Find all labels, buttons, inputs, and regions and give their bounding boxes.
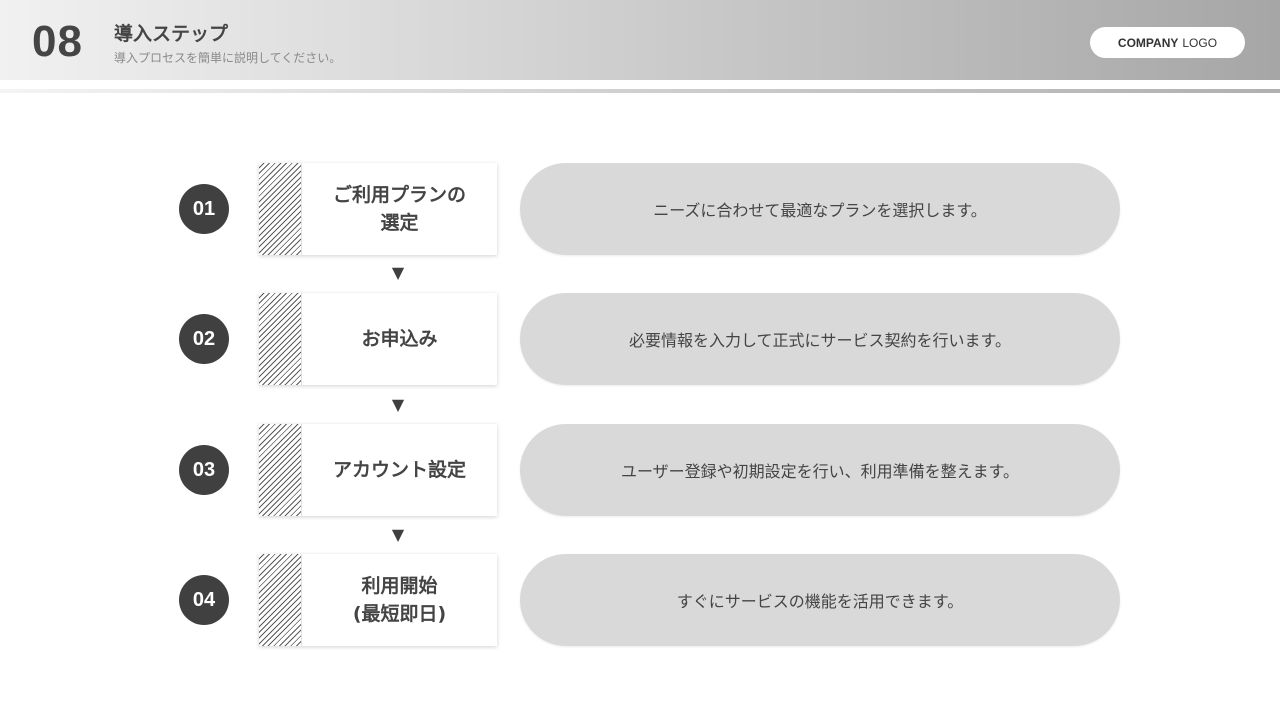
step-description: 必要情報を入力して正式にサービス契約を行います。 [520, 293, 1120, 385]
step-description: ユーザー登録や初期設定を行い、利用準備を整えます。 [520, 424, 1120, 516]
step-row: 02 お申込み 必要情報を入力して正式にサービス契約を行います。 [0, 293, 1280, 385]
down-arrow-icon: ▼ [391, 395, 405, 414]
header-bar: 08 導入ステップ 導入プロセスを簡単に説明してください。 COMPANY LO… [0, 0, 1280, 80]
hatch-pattern [259, 424, 302, 516]
step-label: 利用開始 (最短即日) [352, 575, 447, 625]
step-number-badge: 02 [179, 314, 229, 364]
step-label-card: アカウント設定 [259, 424, 497, 516]
step-row: 03 アカウント設定 ユーザー登録や初期設定を行い、利用準備を整えます。 [0, 424, 1280, 516]
step-label: お申込み [361, 328, 438, 350]
step-row: 01 ご利用プランの 選定 ニーズに合わせて最適なプランを選択します。 [0, 163, 1280, 255]
company-logo: COMPANY LOGO [1090, 27, 1245, 58]
step-label-card: 利用開始 (最短即日) [259, 554, 497, 646]
step-row: 04 利用開始 (最短即日) すぐにサービスの機能を活用できます。 [0, 554, 1280, 646]
hatch-pattern [259, 163, 302, 255]
logo-regular-text: LOGO [1182, 35, 1218, 50]
step-label-card: ご利用プランの 選定 [259, 163, 497, 255]
step-number-badge: 04 [179, 575, 229, 625]
down-arrow-icon: ▼ [391, 525, 405, 544]
step-description: ニーズに合わせて最適なプランを選択します。 [520, 163, 1120, 255]
step-label: ご利用プランの 選定 [332, 184, 466, 234]
hatch-pattern [259, 554, 302, 646]
step-label: アカウント設定 [332, 459, 466, 481]
page-number: 08 [32, 17, 83, 66]
header-divider [0, 89, 1280, 93]
hatch-pattern [259, 293, 302, 385]
step-number-badge: 03 [179, 445, 229, 495]
logo-bold-text: COMPANY [1117, 35, 1179, 50]
step-description: すぐにサービスの機能を活用できます。 [520, 554, 1120, 646]
step-label-card: お申込み [259, 293, 497, 385]
page-subtitle: 導入プロセスを簡単に説明してください。 [114, 51, 342, 65]
page-title: 導入ステップ [114, 23, 229, 45]
step-number-badge: 01 [179, 184, 229, 234]
down-arrow-icon: ▼ [391, 263, 405, 282]
